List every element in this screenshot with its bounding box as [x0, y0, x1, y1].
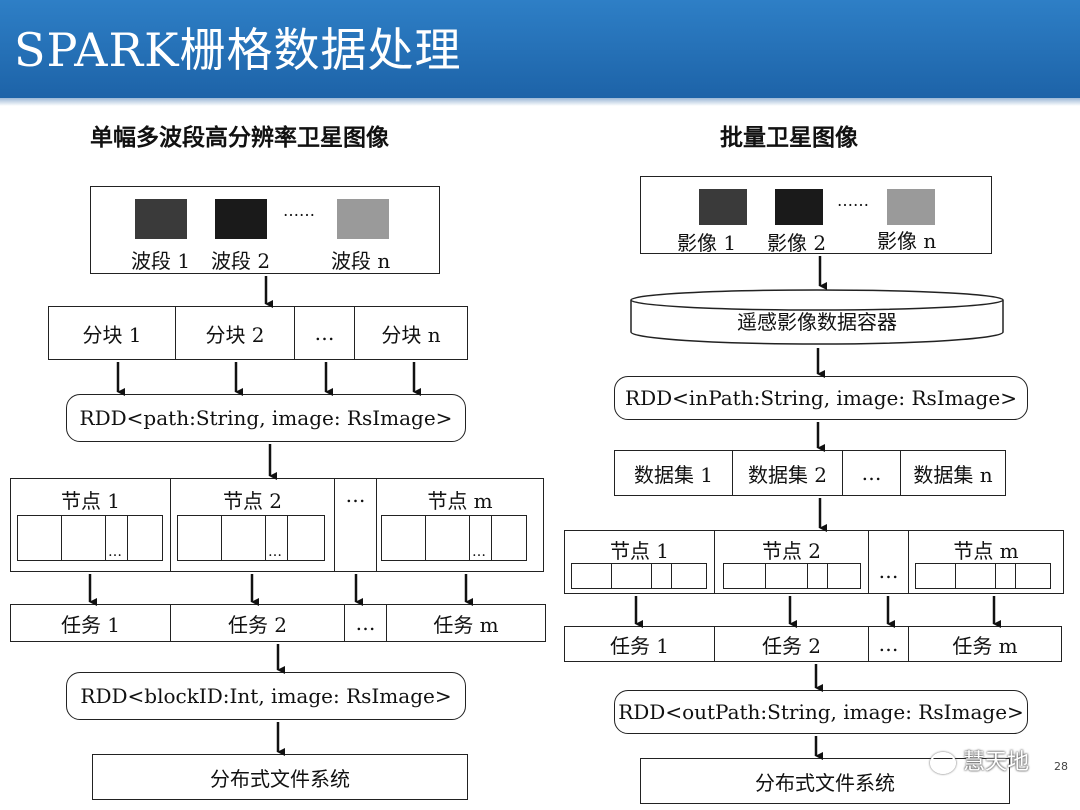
right-data-container: 遥感影像数据容器 [630, 288, 1004, 346]
right-node-1-label: 节点 1 [609, 539, 670, 563]
image-2-label: 影像 2 [767, 231, 827, 255]
right-tasks-row: 任务 1 任务 2 … 任务 m [564, 626, 1062, 662]
wechat-icon [930, 752, 956, 774]
left-task-ellipsis: … [345, 605, 387, 641]
node-1-label: 节点 1 [60, 489, 121, 513]
watermark-logo: 慧天地 [930, 744, 1029, 776]
band-1-thumbnail [135, 199, 187, 239]
left-node-ellipsis: … [335, 479, 377, 571]
left-rdd-block: RDD<blockID:Int, image: RsImage> [66, 672, 466, 720]
chunk-1: 分块 1 [49, 307, 176, 359]
right-node-m-partitions [915, 563, 1051, 589]
left-node-1: 节点 1 … [11, 479, 171, 571]
image-1-label: 影像 1 [677, 231, 737, 255]
right-datasets-row: 数据集 1 数据集 2 … 数据集 n [614, 450, 1006, 496]
band-n-label: 波段 n [331, 249, 391, 273]
image-2-thumbnail [775, 189, 823, 225]
left-task-1: 任务 1 [11, 605, 171, 641]
right-rdd-inpath: RDD<inPath:String, image: RsImage> [614, 376, 1028, 420]
band-ellipsis: …… [283, 201, 315, 220]
node-2-inner-ellipsis: … [268, 544, 282, 560]
node-2-partitions: … [177, 515, 325, 561]
image-1-thumbnail [699, 189, 747, 225]
chunk-ellipsis: … [295, 307, 355, 359]
left-node-2: 节点 2 … [171, 479, 335, 571]
dataset-1: 数据集 1 [615, 451, 733, 495]
left-distributed-fs: 分布式文件系统 [92, 754, 468, 800]
band-1-label: 波段 1 [131, 249, 191, 273]
right-task-ellipsis: … [869, 627, 909, 661]
watermark-text: 慧天地 [963, 750, 1030, 775]
dataset-n: 数据集 n [913, 462, 993, 487]
right-rdd-outpath: RDD<outPath:String, image: RsImage> [614, 690, 1028, 734]
right-node-m-label: 节点 m [953, 539, 1019, 563]
node-m-partitions: … [381, 515, 527, 561]
page-title: SPARK栅格数据处理 [14, 23, 462, 77]
left-task-m: 任务 m [433, 612, 499, 637]
left-subtitle: 单幅多波段高分辨率卫星图像 [90, 125, 389, 151]
page-number: 28 [1054, 760, 1068, 773]
dataset-ellipsis: … [843, 451, 901, 495]
right-node-1: 节点 1 [565, 531, 715, 593]
right-node-2-partitions [723, 563, 861, 589]
left-task-2: 任务 2 [171, 605, 345, 641]
cylinder-shape [630, 289, 1004, 345]
container-label: 遥感影像数据容器 [737, 309, 897, 334]
node-1-partitions: … [17, 515, 163, 561]
right-task-2: 任务 2 [715, 627, 869, 661]
right-node-2: 节点 2 [715, 531, 869, 593]
image-n-thumbnail [887, 189, 935, 225]
left-node-m: 节点 m … [377, 479, 543, 571]
right-subtitle: 批量卫星图像 [720, 125, 858, 151]
right-task-m: 任务 m [952, 633, 1018, 658]
left-nodes-row: 节点 1 … 节点 2 … … 节点 m … [10, 478, 544, 572]
dataset-2: 数据集 2 [733, 451, 843, 495]
node-m-label: 节点 m [427, 489, 493, 513]
right-node-2-label: 节点 2 [761, 539, 822, 563]
left-tasks-row: 任务 1 任务 2 … 任务 m [10, 604, 546, 642]
left-rdd-path: RDD<path:String, image: RsImage> [66, 394, 466, 442]
node-m-inner-ellipsis: … [472, 544, 486, 560]
left-chunks-row: 分块 1 分块 2 … 分块 n [48, 306, 468, 360]
left-bands-box: …… 波段 1 波段 2 波段 n [90, 186, 440, 274]
right-nodes-row: 节点 1 节点 2 … 节点 m [564, 530, 1064, 594]
band-n-thumbnail [337, 199, 389, 239]
chunk-2: 分块 2 [176, 307, 295, 359]
right-node-1-partitions [571, 563, 707, 589]
chunk-n: 分块 n [381, 322, 441, 347]
right-node-ellipsis: … [869, 531, 909, 593]
title-bar-shadow [0, 98, 1080, 106]
image-ellipsis: …… [837, 191, 869, 210]
right-task-1: 任务 1 [565, 627, 715, 661]
title-bar: SPARK栅格数据处理 [0, 0, 1080, 106]
right-node-m: 节点 m [909, 531, 1063, 593]
band-2-label: 波段 2 [211, 249, 271, 273]
node-2-label: 节点 2 [222, 489, 283, 513]
right-images-box: …… 影像 1 影像 2 影像 n [640, 176, 992, 255]
band-2-thumbnail [215, 199, 267, 239]
image-n-label: 影像 n [877, 229, 937, 253]
node-1-inner-ellipsis: … [108, 544, 122, 560]
